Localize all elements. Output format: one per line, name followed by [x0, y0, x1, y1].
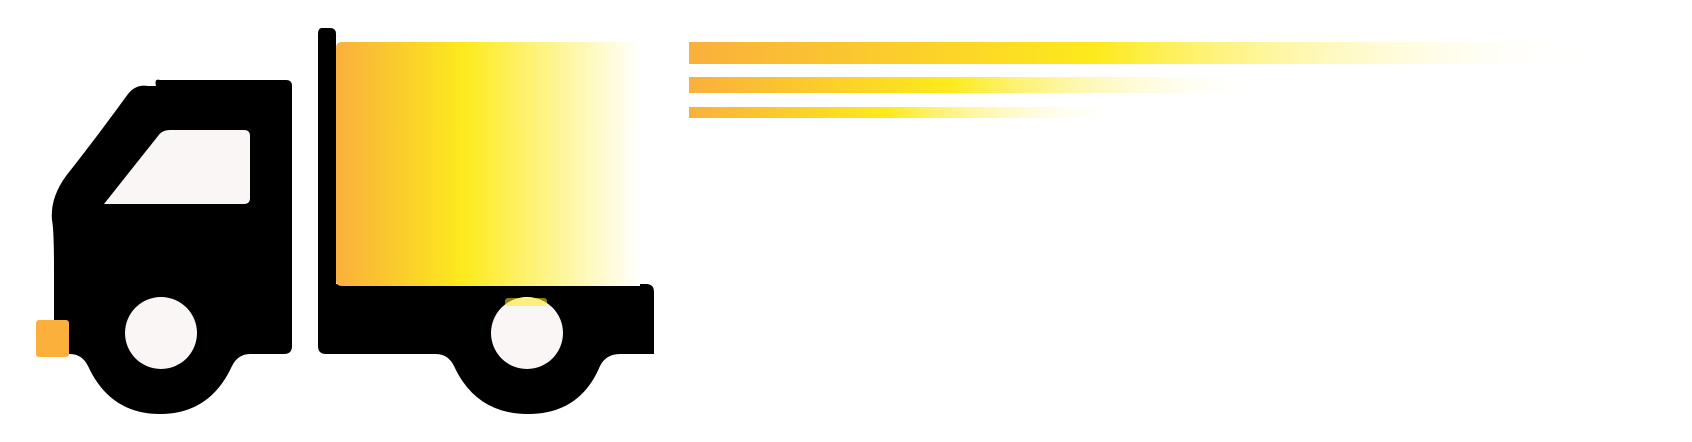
cab-window: [104, 130, 250, 204]
headlight-icon: [36, 320, 69, 357]
cargo-frame: [318, 28, 654, 414]
cargo-box-icon: [336, 42, 640, 286]
speed-line: [689, 42, 1595, 64]
front-wheel-icon: [125, 297, 197, 369]
speed-line: [689, 77, 1269, 93]
speed-line: [689, 107, 1129, 118]
rear-wheel-icon: [491, 297, 563, 369]
speed-lines-icon: [689, 42, 1595, 118]
rear-wheel-highlight: [505, 298, 547, 306]
